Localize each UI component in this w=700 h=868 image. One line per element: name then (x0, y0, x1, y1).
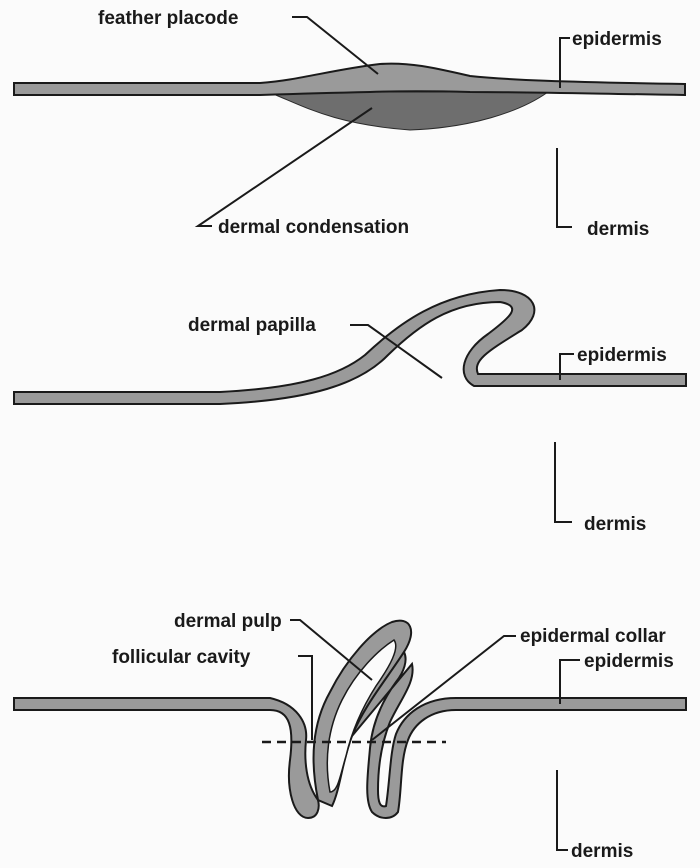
label-dermis-1: dermis (587, 219, 649, 240)
label-dermal-pulp: dermal pulp (174, 611, 282, 632)
label-follicular-cavity: follicular cavity (112, 647, 251, 668)
stage-1-placode: feather placode epidermis dermal condens… (14, 8, 685, 240)
label-epidermal-collar: epidermal collar (520, 626, 666, 647)
label-dermis-3: dermis (571, 841, 633, 862)
stage-2-papilla: dermal papilla epidermis dermis (14, 290, 686, 535)
leader-dermis-1 (557, 148, 572, 227)
leader-dermis-2 (555, 442, 572, 522)
label-dermis-2: dermis (584, 514, 646, 535)
label-feather-placode: feather placode (98, 8, 238, 29)
feather-loop-inner (352, 652, 686, 818)
label-dermal-condensation: dermal condensation (218, 217, 409, 238)
leader-dermal-condensation (198, 108, 372, 226)
epidermis-band-1 (14, 64, 685, 95)
leader-dermis-3 (557, 770, 568, 850)
stage-3-follicle: dermal pulp epidermal collar follicular … (14, 611, 686, 862)
dermal-condensation-shape (268, 92, 548, 130)
label-epidermis-1: epidermis (572, 29, 662, 50)
label-epidermis-3: epidermis (584, 651, 674, 672)
label-epidermis-2: epidermis (577, 345, 667, 366)
epidermis-left-segment (14, 698, 319, 818)
label-dermal-papilla: dermal papilla (188, 315, 316, 336)
